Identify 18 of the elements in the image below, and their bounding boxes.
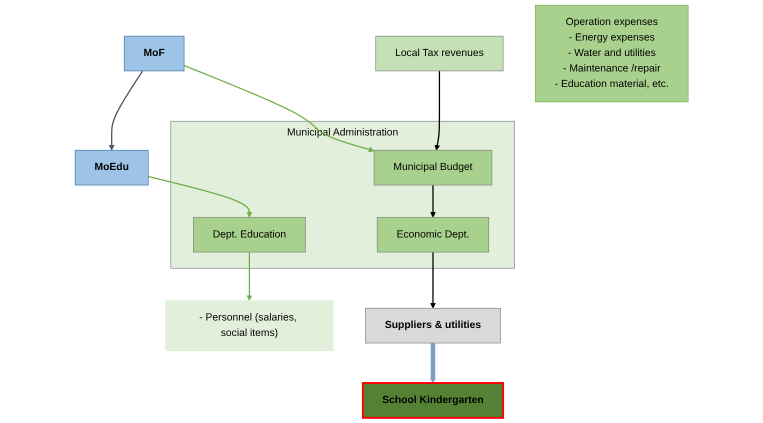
node-box: Economic Dept.	[376, 216, 489, 252]
arrow	[430, 252, 436, 308]
arrow	[430, 185, 436, 218]
arrow	[108, 70, 144, 150]
node-box: Dept. Education	[192, 216, 306, 252]
node-box: - Personnel (salaries, social items)	[165, 300, 334, 352]
arrow	[430, 343, 436, 384]
arrow	[184, 64, 374, 152]
node-box: MoEdu	[74, 150, 148, 186]
node-box: MoF	[124, 36, 184, 72]
arrow	[148, 176, 252, 218]
arrow	[246, 252, 252, 301]
node-box: Suppliers & utilities	[365, 308, 501, 344]
node-box: Local Tax revenues	[375, 36, 504, 72]
node-box: Municipal Budget	[374, 150, 492, 186]
node-box: School Kindergarten	[362, 382, 504, 419]
arrow	[434, 70, 440, 150]
node-box: Operation expenses - Energy expenses - Water and utilities - Maintenance /repair - Education material, etc.	[534, 4, 688, 102]
